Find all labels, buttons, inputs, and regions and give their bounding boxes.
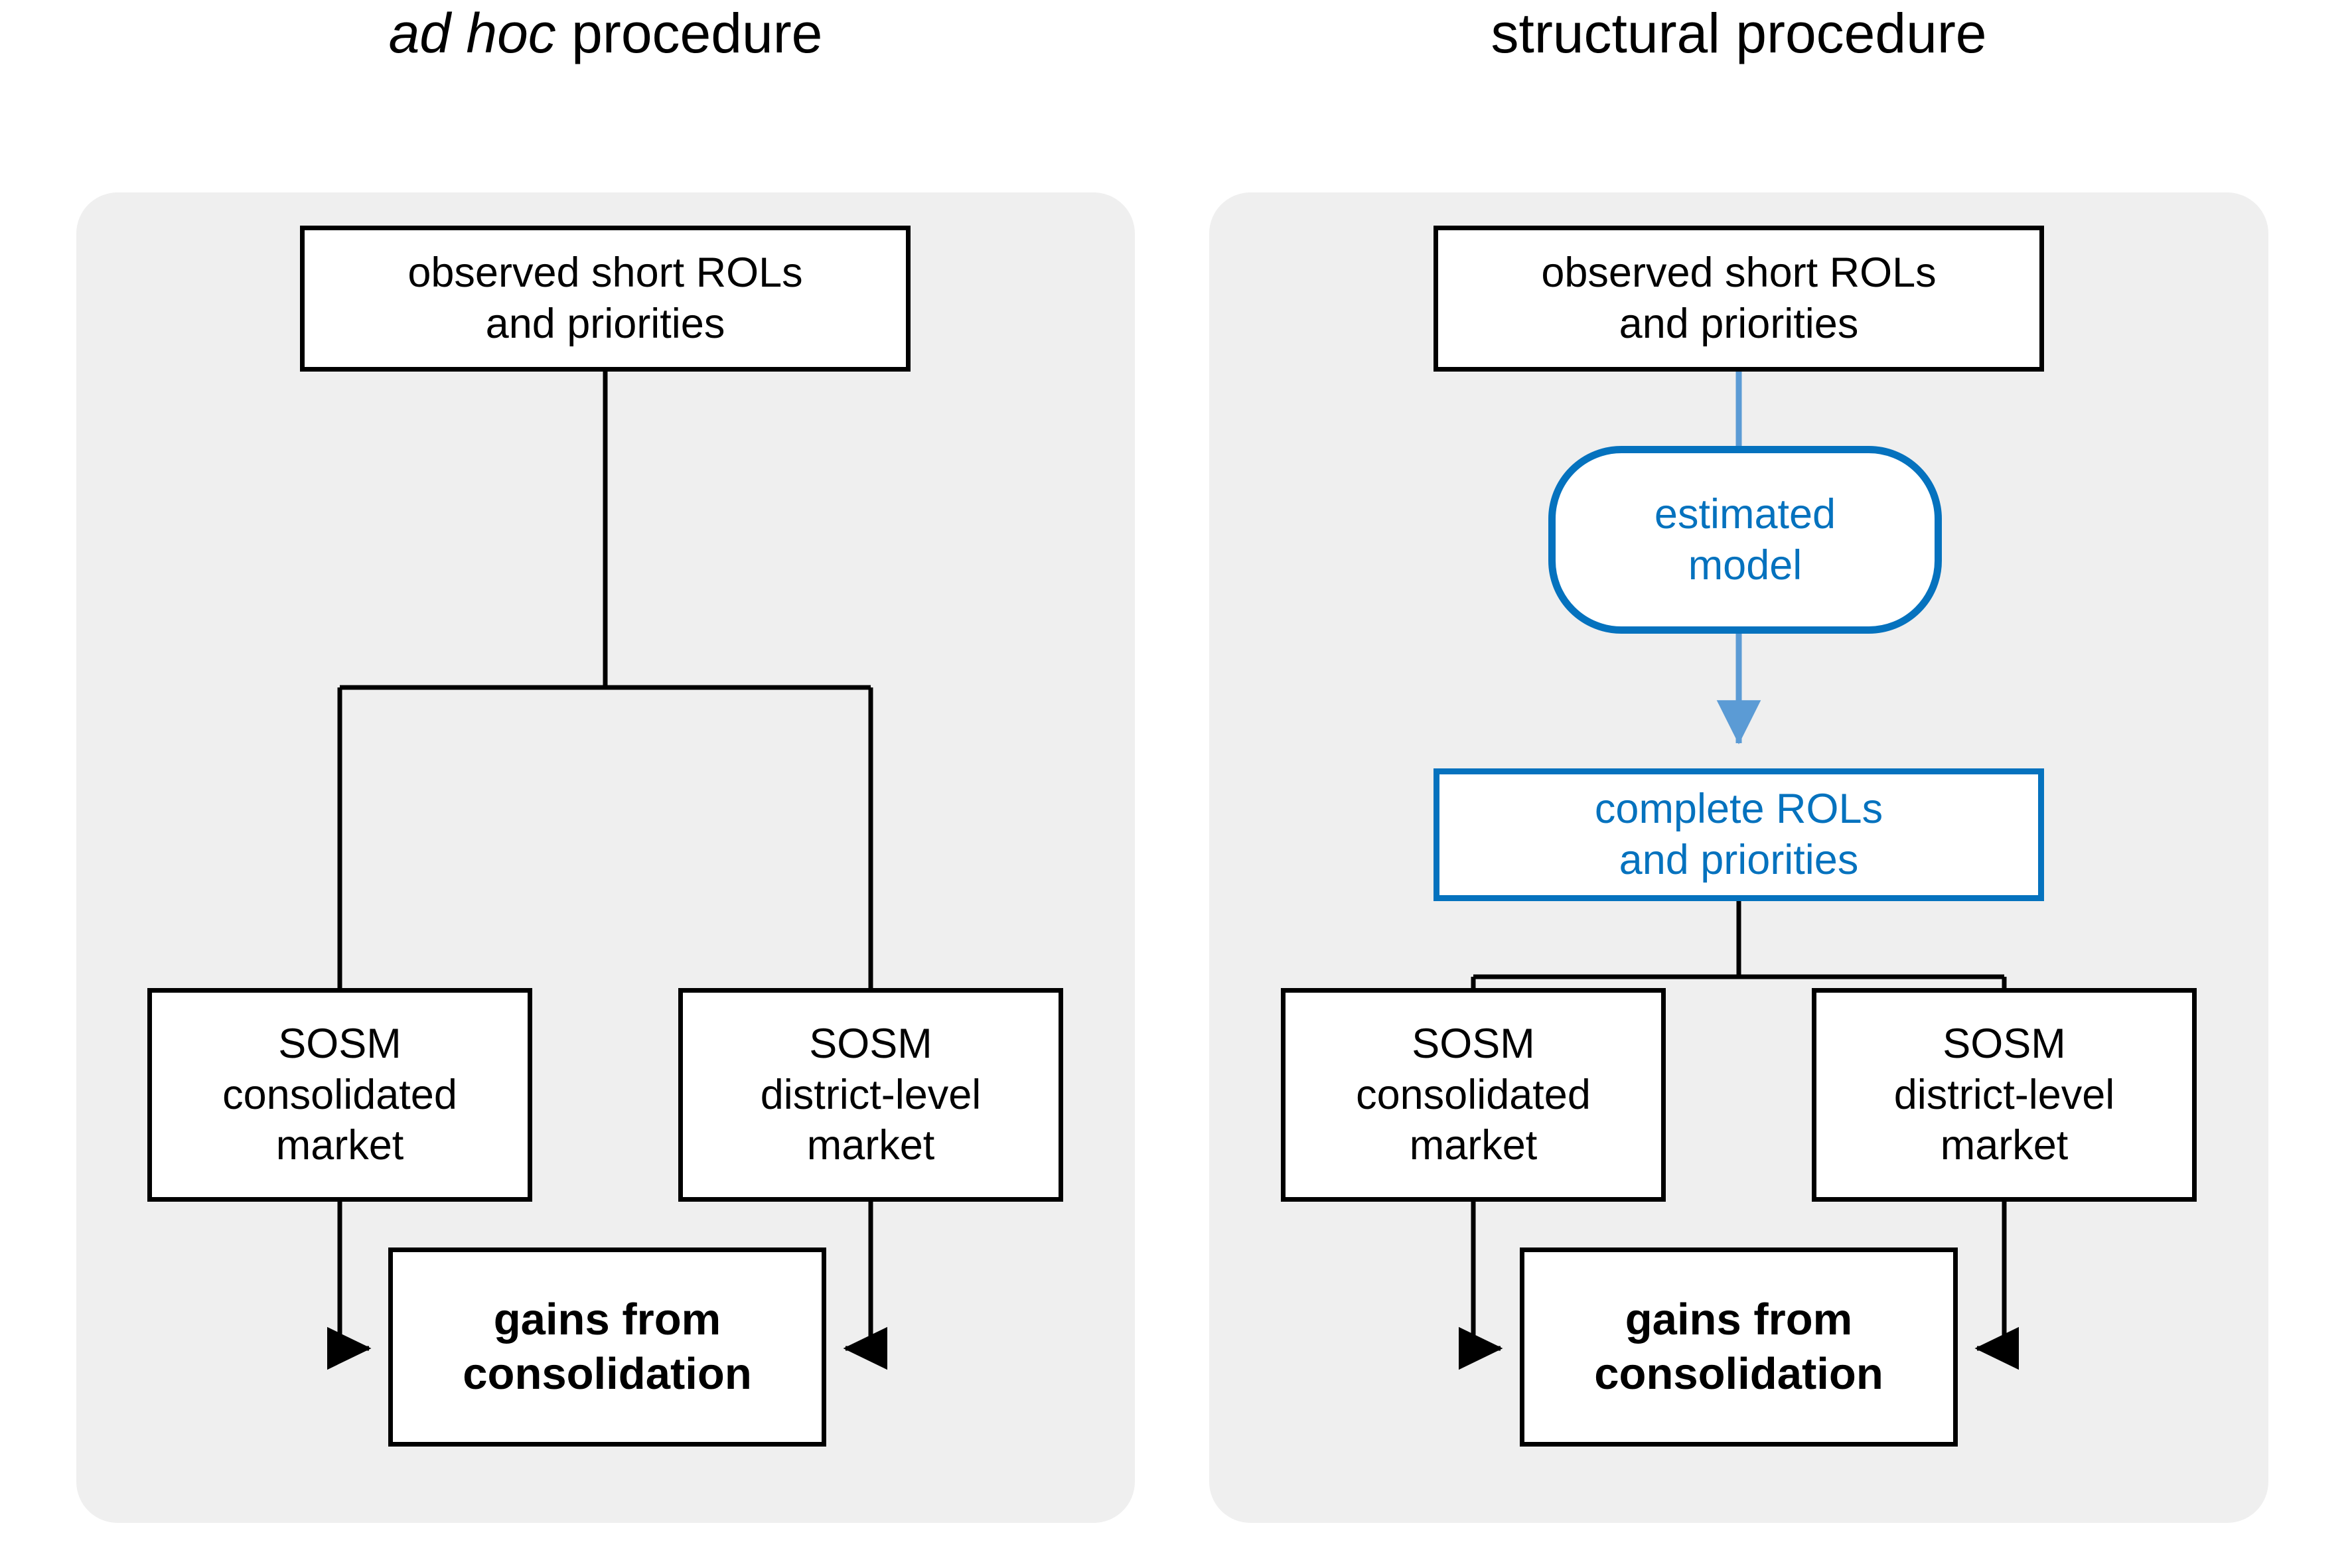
structural-complete-rols-node: complete ROLs and priorities — [1433, 768, 2044, 901]
structural-gains-text: gains from consolidation — [1594, 1295, 1883, 1399]
ad-hoc-sosm-district-text: SOSM district-level market — [760, 1020, 982, 1169]
ad-hoc-gains-node: gains from consolidation — [388, 1247, 826, 1447]
structural-complete-rols-text: complete ROLs and priorities — [1594, 786, 1883, 883]
structural-estimated-model-text: estimated model — [1654, 490, 1836, 589]
ad-hoc-sosm-consolidated-node: SOSM consolidated market — [147, 988, 532, 1202]
left-panel-title: ad hoc procedure — [76, 5, 1135, 61]
left-panel-title-rest: procedure — [555, 2, 823, 64]
structural-sosm-district-text: SOSM district-level market — [1893, 1020, 2115, 1169]
structural-sosm-consolidated-text: SOSM consolidated market — [1356, 1020, 1591, 1169]
right-panel-title-rest: structural procedure — [1491, 2, 1987, 64]
structural-gains-node: gains from consolidation — [1520, 1247, 1958, 1447]
ad-hoc-observed-rols-text: observed short ROLs and priorities — [407, 249, 803, 347]
ad-hoc-observed-rols-node: observed short ROLs and priorities — [300, 226, 911, 372]
left-panel-title-emphasis: ad hoc — [388, 2, 556, 64]
structural-observed-rols-text: observed short ROLs and priorities — [1541, 249, 1937, 347]
structural-sosm-consolidated-node: SOSM consolidated market — [1281, 988, 1666, 1202]
structural-observed-rols-node: observed short ROLs and priorities — [1433, 226, 2044, 372]
ad-hoc-sosm-district-node: SOSM district-level market — [678, 988, 1063, 1202]
ad-hoc-sosm-consolidated-text: SOSM consolidated market — [222, 1020, 457, 1169]
structural-estimated-model-node: estimated model — [1548, 446, 1942, 634]
structural-sosm-district-node: SOSM district-level market — [1812, 988, 2197, 1202]
ad-hoc-gains-text: gains from consolidation — [463, 1295, 752, 1399]
right-panel-title: structural procedure — [1209, 5, 2268, 61]
